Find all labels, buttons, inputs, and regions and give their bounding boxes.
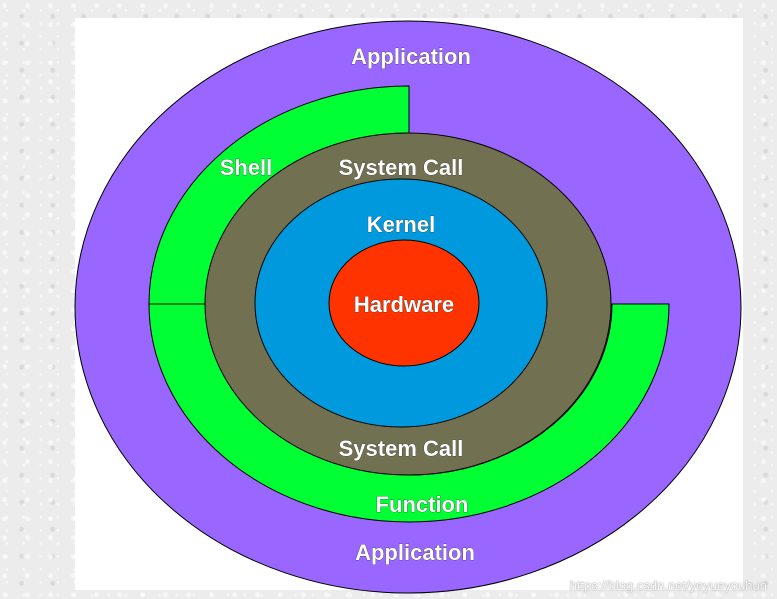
application-top-label: Application	[351, 44, 471, 69]
shell-label: Shell	[220, 155, 273, 180]
system-call-bottom-label: System Call	[339, 436, 464, 461]
function-label: Function	[376, 492, 469, 517]
watermark: https://blog.csdn.net/yeyueyouhun	[569, 578, 767, 593]
hardware-layer	[328, 239, 480, 367]
hardware-label: Hardware	[354, 292, 454, 317]
application-bottom-label: Application	[355, 540, 475, 565]
system-call-top-label: System Call	[339, 155, 464, 180]
kernel-label: Kernel	[367, 212, 435, 237]
